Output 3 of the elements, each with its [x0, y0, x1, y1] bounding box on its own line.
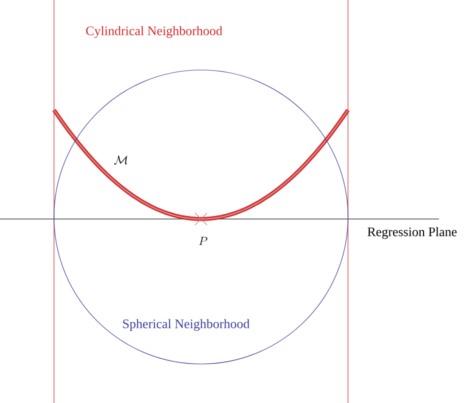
curve-label: $\mathcal{M}$ [114, 156, 128, 165]
point-label: $P$ [198, 236, 208, 246]
plane-label: Regression Plane [368, 227, 457, 239]
